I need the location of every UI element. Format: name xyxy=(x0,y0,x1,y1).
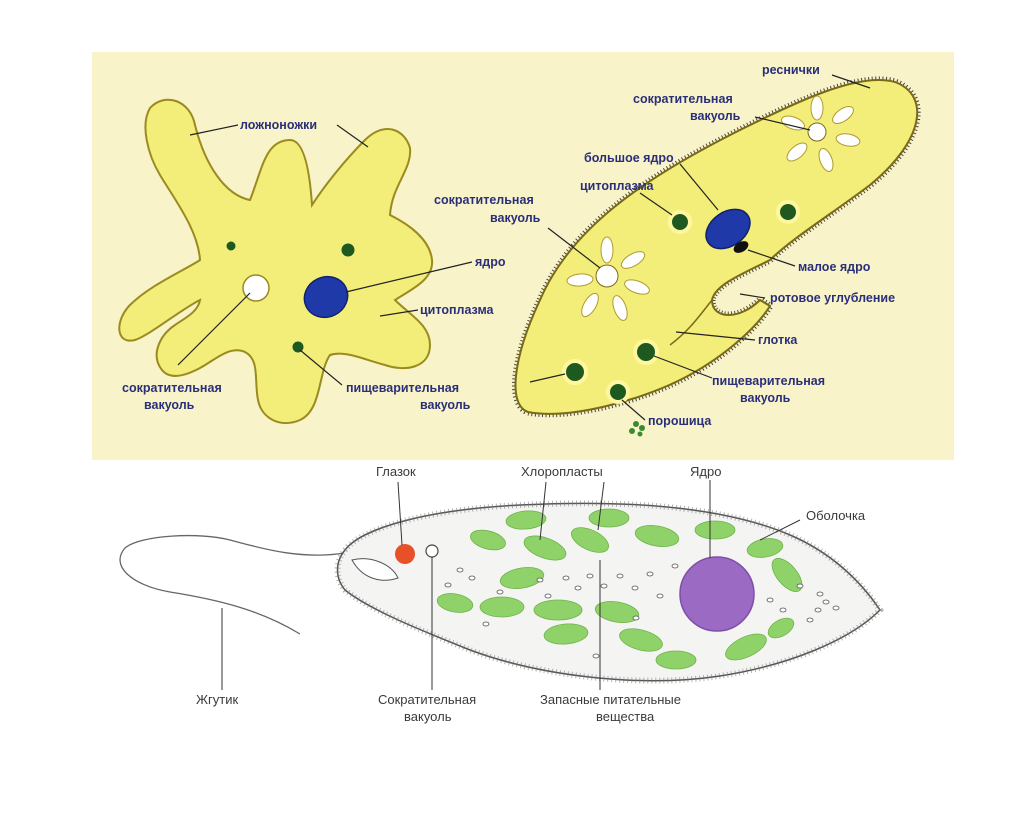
label-amoeba-digestive-vacuole-1: пищеварительная xyxy=(346,381,459,395)
label-pharynx: глотка xyxy=(758,333,798,347)
label-euglena-nucleus: Ядро xyxy=(690,464,721,479)
label-pellicle: Оболочка xyxy=(806,508,866,523)
label-para-cytoplasm: цитоплазма xyxy=(580,179,655,193)
paramecium-food-vacuole xyxy=(635,341,657,363)
label-amoeba-contractile-vacuole-1: сократительная xyxy=(122,381,222,395)
label-para-digestive-vacuole-2: вакуоль xyxy=(740,391,791,405)
amoeba-contractile-vacuole xyxy=(243,275,269,301)
label-eyespot: Глазок xyxy=(376,464,416,479)
amoeba-food-vacuole xyxy=(340,242,356,258)
label-flagellum: Жгутик xyxy=(196,692,238,707)
label-reserve-substances-2: вещества xyxy=(596,709,655,724)
euglena-flagellum xyxy=(120,536,345,634)
label-para-contractile-vacuole-left-1: сократительная xyxy=(434,193,534,207)
label-euglena-contractile-vacuole-1: Сократительная xyxy=(378,692,476,707)
paramecium-food-vacuole xyxy=(608,382,628,402)
label-amoeba-contractile-vacuole-2: вакуоль xyxy=(144,398,195,412)
euglena-nucleus xyxy=(680,557,754,631)
label-para-digestive-vacuole-1: пищеварительная xyxy=(712,374,825,388)
label-anal-pore: порошица xyxy=(648,414,712,428)
euglena xyxy=(120,480,880,690)
euglena-body xyxy=(338,503,881,680)
euglena-contractile-vacuole xyxy=(426,545,438,557)
label-para-contractile-vacuole-top-2: вакуоль xyxy=(690,109,741,123)
label-macronucleus: большое ядро xyxy=(584,151,674,165)
label-reserve-substances-1: Запасные питательные xyxy=(540,692,681,707)
paramecium-food-vacuole xyxy=(670,212,690,232)
label-amoeba-nucleus: ядро xyxy=(475,255,506,269)
amoeba-food-vacuole xyxy=(225,240,237,252)
label-micronucleus: малое ядро xyxy=(798,260,871,274)
label-oral-groove: ротовое углубление xyxy=(770,291,895,305)
label-euglena-contractile-vacuole-2: вакуоль xyxy=(404,709,452,724)
label-chloroplasts: Хлоропласты xyxy=(521,464,603,479)
paramecium-food-vacuole xyxy=(564,361,586,383)
label-cilia: реснички xyxy=(762,63,820,77)
label-para-contractile-vacuole-left-2: вакуоль xyxy=(490,211,541,225)
label-pseudopods: ложноножки xyxy=(240,118,317,132)
label-para-contractile-vacuole-top-1: сократительная xyxy=(633,92,733,106)
paramecium-food-vacuole xyxy=(778,202,798,222)
label-amoeba-digestive-vacuole-2: вакуоль xyxy=(420,398,471,412)
euglena-eyespot xyxy=(395,544,415,564)
label-amoeba-cytoplasm: цитоплазма xyxy=(420,303,495,317)
